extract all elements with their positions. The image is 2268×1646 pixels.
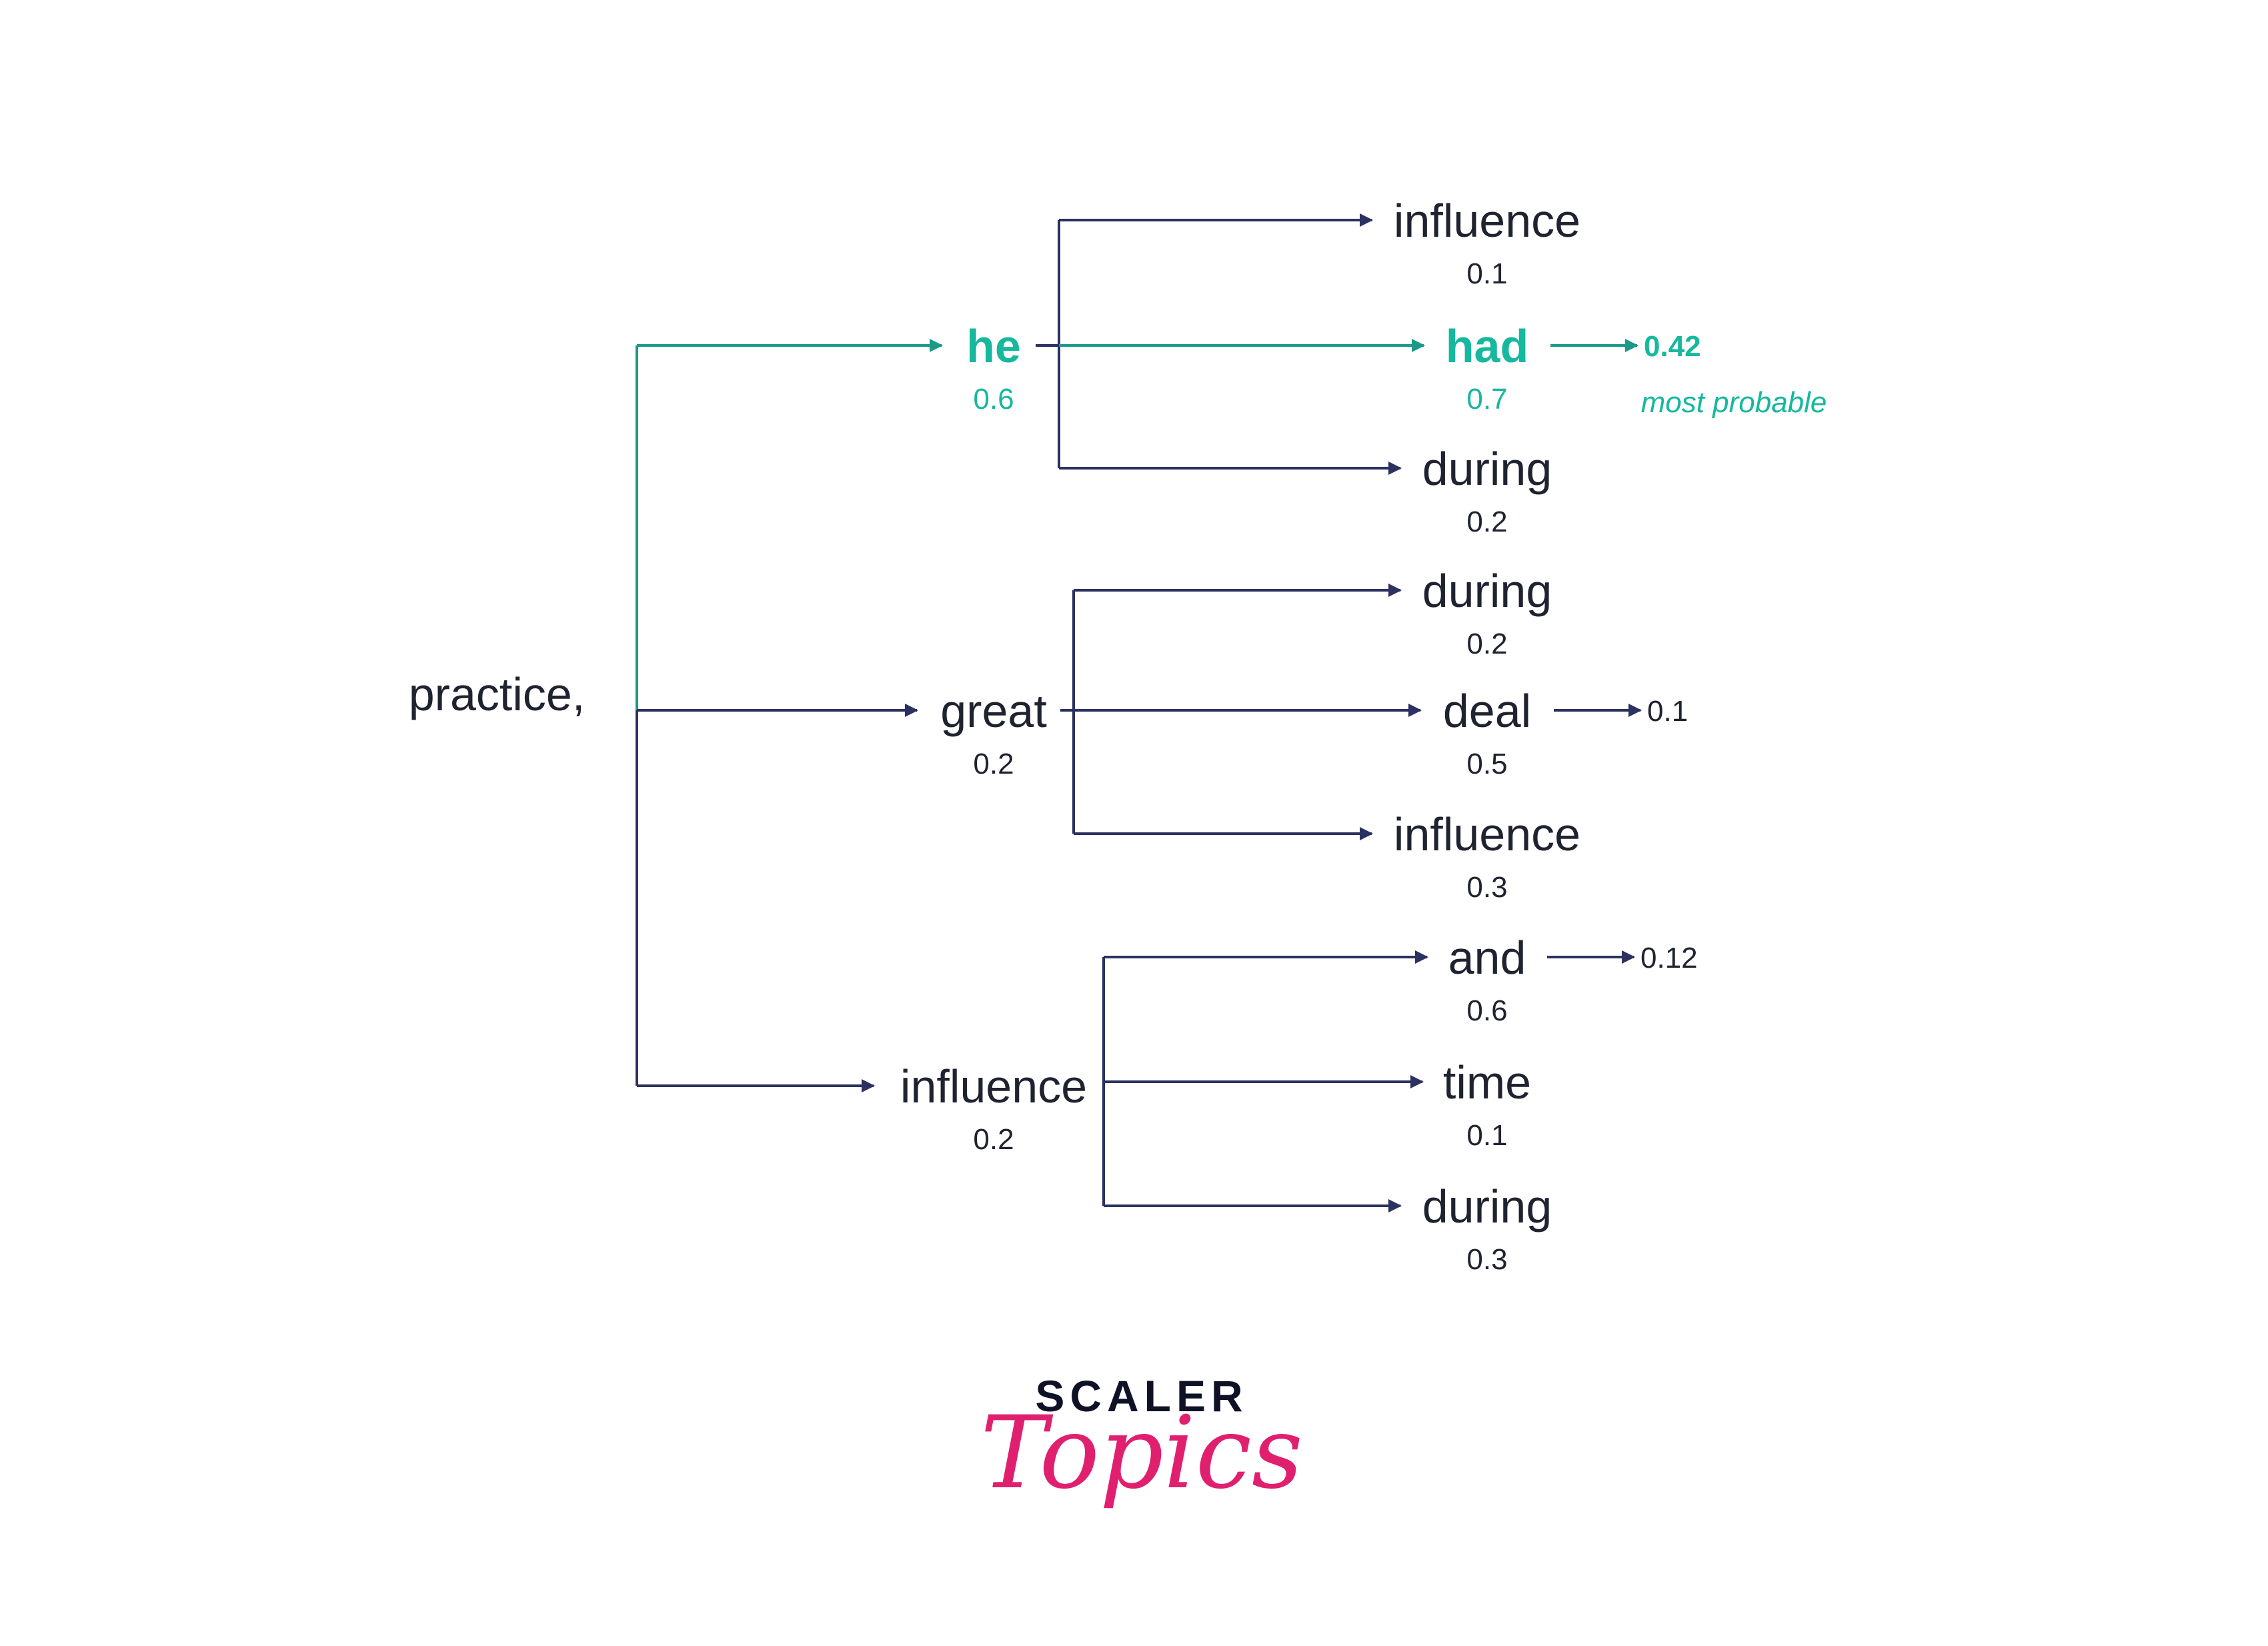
- brand-topics: Topics: [980, 1395, 1303, 1511]
- l2-word-6: and: [1448, 932, 1526, 984]
- l2-prob-3: 0.2: [1466, 628, 1507, 660]
- brand-scaler: SCALER: [1035, 1371, 1248, 1421]
- l1-word-0: he: [966, 320, 1021, 372]
- l2-prob-8: 0.3: [1466, 1243, 1507, 1276]
- result-value-2: 0.12: [1640, 942, 1698, 974]
- tree-labels: practice, he 0.6 great 0.2 influence 0.2 influ…: [409, 195, 1827, 1276]
- result-value-0: 0.42: [1644, 330, 1701, 363]
- l1-prob-2: 0.2: [973, 1123, 1014, 1156]
- l2-word-2: during: [1422, 443, 1552, 495]
- l1-prob-1: 0.2: [973, 748, 1014, 780]
- l2-word-1: had: [1446, 320, 1528, 372]
- tree-edges: [636, 213, 1642, 1212]
- l2-word-4: deal: [1443, 685, 1531, 737]
- result-value-1: 0.1: [1647, 695, 1688, 728]
- l1-prob-0: 0.6: [973, 383, 1014, 416]
- l2-word-3: during: [1422, 565, 1552, 617]
- l1-word-1: great: [940, 685, 1047, 737]
- l2-prob-4: 0.5: [1466, 748, 1507, 780]
- l1-word-2: influence: [900, 1060, 1087, 1112]
- l2-word-0: influence: [1394, 195, 1580, 247]
- l2-word-7: time: [1443, 1056, 1531, 1108]
- root-word: practice,: [409, 668, 586, 720]
- l2-word-8: during: [1422, 1180, 1552, 1232]
- l2-prob-1: 0.7: [1466, 383, 1507, 416]
- result-note-0: most probable: [1641, 386, 1827, 419]
- l2-prob-7: 0.1: [1466, 1119, 1507, 1152]
- scaler-topics-logo: SCALER Topics: [980, 1371, 1303, 1511]
- l2-prob-5: 0.3: [1466, 871, 1507, 904]
- l2-prob-6: 0.6: [1466, 994, 1507, 1027]
- l2-prob-2: 0.2: [1466, 506, 1507, 538]
- l2-word-5: influence: [1394, 808, 1580, 860]
- l2-prob-0: 0.1: [1466, 257, 1507, 290]
